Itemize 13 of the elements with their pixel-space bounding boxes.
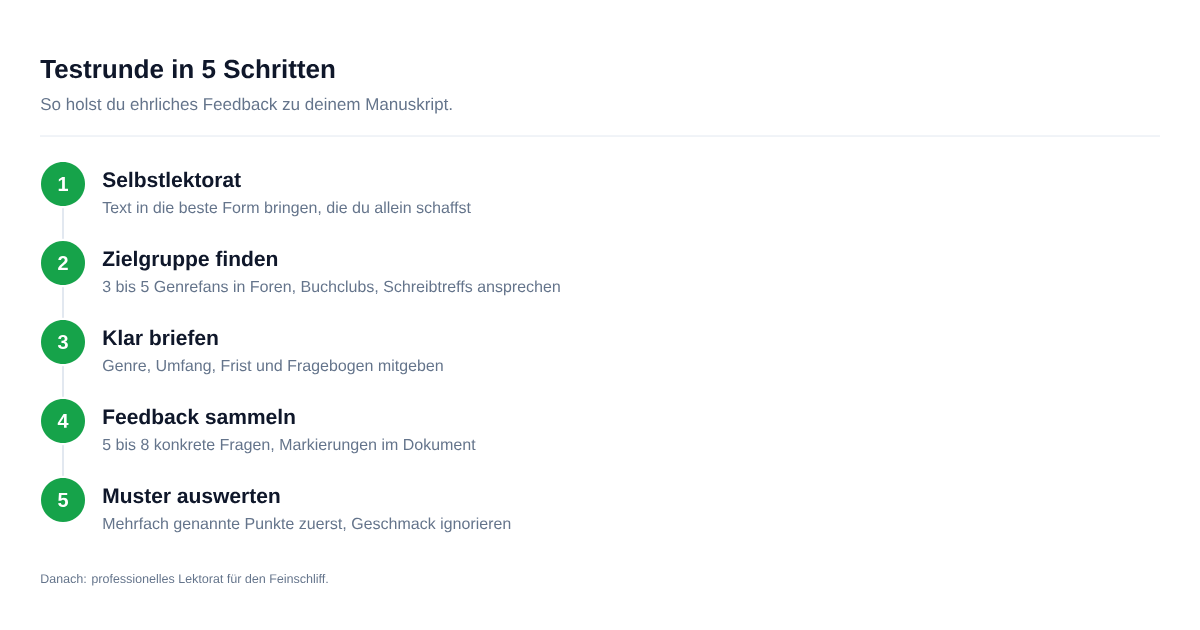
- step-description: Genre, Umfang, Frist und Fragebogen mitgeben: [103, 359, 443, 375]
- step-description: Text in die beste Form bringen, die du allein schaffst: [102, 201, 471, 217]
- step-heading: Feedback sammeln: [103, 408, 295, 425]
- subtitle: So holst du ehrliches Feedback zu deinem Manuskript.: [40, 97, 452, 114]
- step-heading: Muster auswerten: [103, 488, 280, 504]
- step-description: 5 bis 8 konkrete Fragen, Markierungen im Dokument: [102, 438, 476, 454]
- step-heading: Selbstlektorat: [102, 171, 241, 188]
- step-heading: Klar briefen: [103, 329, 218, 346]
- footnote: Danach: professionelles Lektorat für den Feinschliff.: [41, 573, 328, 586]
- step-heading: Zielgruppe finden: [102, 250, 278, 271]
- step-description: Mehrfach genannte Punkte zuerst, Geschmack ignorieren: [103, 517, 511, 533]
- title: Testrunde in 5 Schritten: [40, 59, 335, 79]
- step-description: 3 bis 5 Genrefans in Foren, Buchclubs, Schreibtreffs ansprechen: [102, 280, 560, 296]
